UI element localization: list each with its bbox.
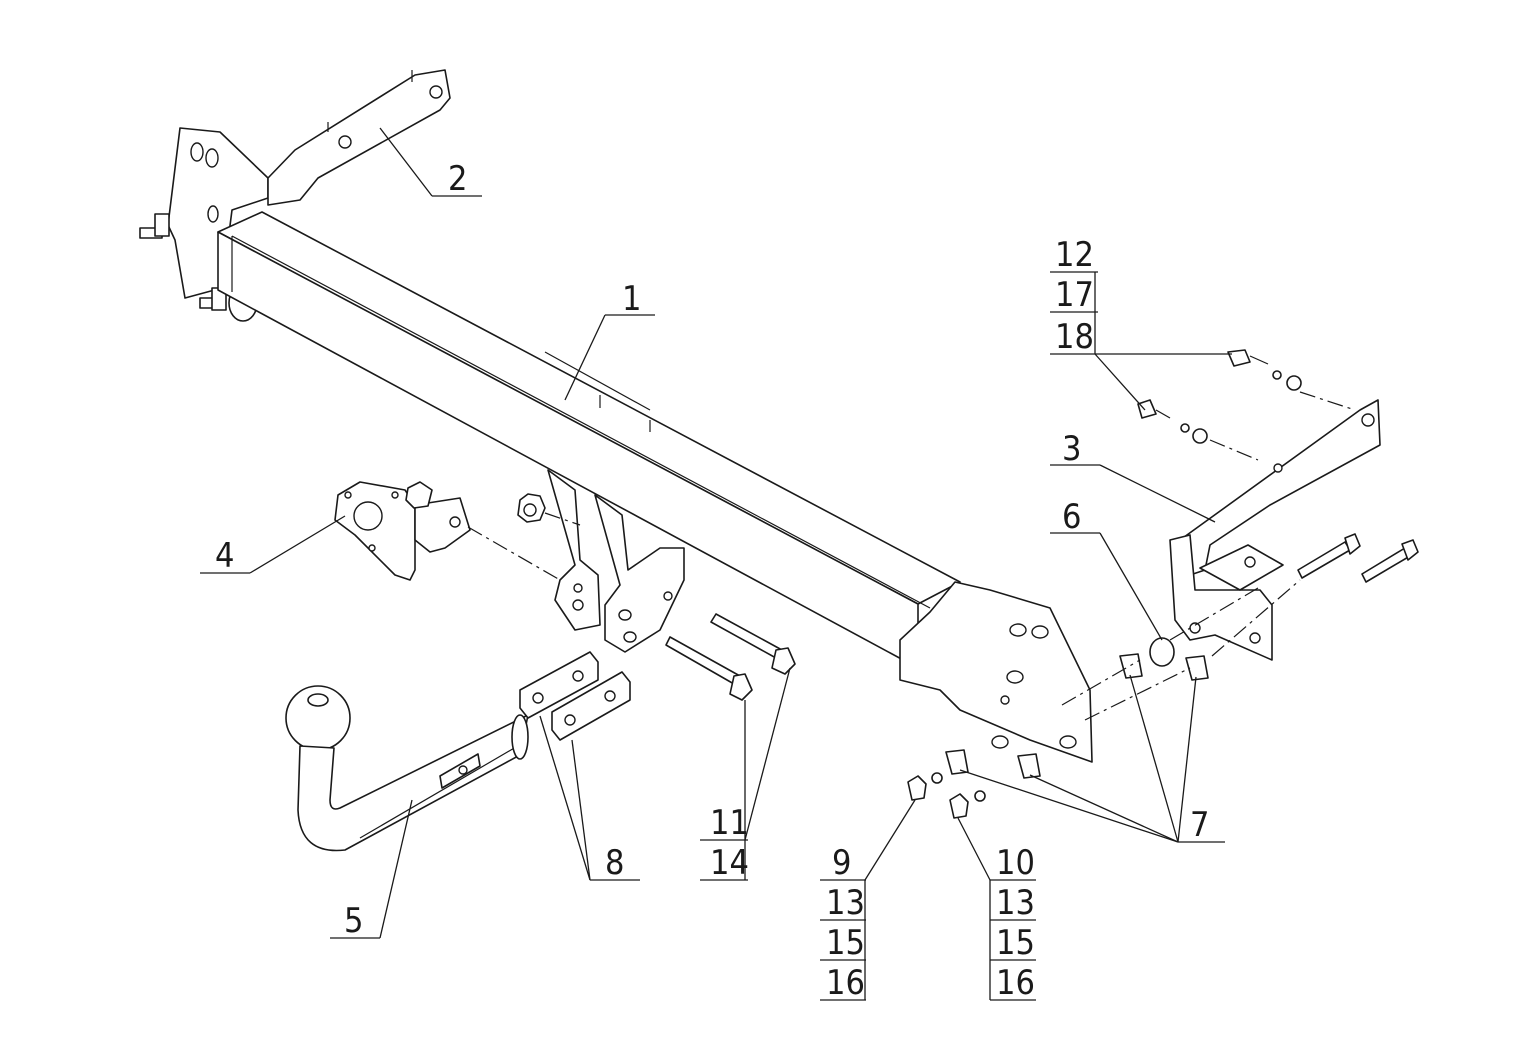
callout-labels: 1 2 3 4 5 6 7 8 11 14 12 17 18 9 13 15 1…	[215, 159, 1209, 1003]
tow-ball-part-5	[285, 685, 529, 852]
callout-17: 17	[1055, 275, 1094, 315]
right-side-plate	[899, 581, 1093, 763]
bolts-part-11	[665, 613, 796, 701]
right-bracket-part-3	[1169, 399, 1381, 661]
callout-9: 9	[832, 843, 851, 883]
callout-7: 7	[1190, 805, 1209, 845]
socket-plate-part-4	[334, 481, 471, 581]
callout-13-left: 13	[826, 883, 865, 923]
hitch-mount-plates	[517, 469, 685, 653]
callout-12: 12	[1055, 235, 1094, 275]
callout-13-right: 13	[996, 883, 1035, 923]
callout-4: 4	[215, 536, 234, 576]
callout-11: 11	[710, 803, 749, 843]
callout-15-left: 15	[826, 923, 865, 963]
leader-lines	[200, 127, 1232, 1001]
fasteners-small	[907, 637, 1209, 819]
callout-5: 5	[344, 901, 363, 941]
callout-15-right: 15	[996, 923, 1035, 963]
callout-10: 10	[996, 843, 1035, 883]
callout-8: 8	[605, 843, 624, 883]
callout-14: 14	[710, 843, 749, 883]
spacer-plates-part-8	[519, 651, 631, 741]
callout-18: 18	[1055, 317, 1094, 357]
callout-3: 3	[1062, 429, 1081, 469]
left-bracket-part-2	[139, 69, 451, 322]
callout-16-right: 16	[996, 963, 1035, 1003]
callout-2: 2	[448, 159, 467, 199]
callout-1: 1	[622, 279, 641, 319]
alignment-lines	[467, 391, 1356, 721]
callout-6: 6	[1062, 497, 1081, 537]
callout-16-left: 16	[826, 963, 865, 1003]
crossbar-part-1	[217, 211, 961, 669]
bolts-right	[1137, 349, 1419, 583]
